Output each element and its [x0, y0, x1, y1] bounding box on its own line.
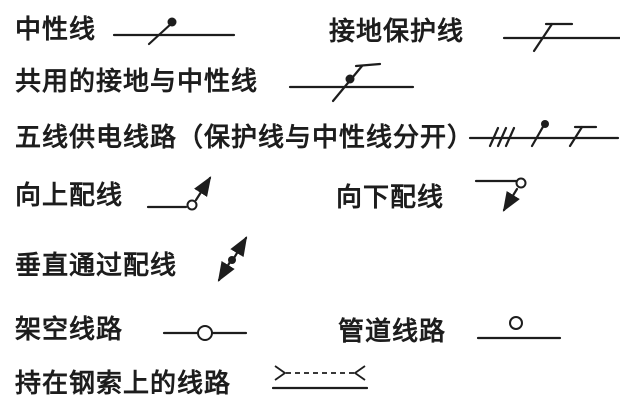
label-wiring-through-vertically: 垂直通过配线 — [15, 250, 178, 280]
conduit-line-symbol — [476, 316, 562, 340]
label-protective-earth-line: 接地保护线 — [329, 16, 465, 46]
wiring-upward-symbol — [146, 176, 212, 211]
combined-earth-neutral-line-symbol — [288, 62, 415, 103]
label-line-on-steel-cable: 持在钢索上的线路 — [15, 368, 232, 398]
label-conduit-line: 管道线路 — [338, 316, 447, 346]
label-combined-earth-neutral-line: 共用的接地与中性线 — [15, 66, 259, 96]
wiring-through-vertically-symbol — [217, 236, 248, 282]
label-five-wire-supply-line: 五线供电线路（保护线与中性线分开） — [15, 122, 475, 152]
label-overhead-line: 架空线路 — [15, 314, 124, 344]
wiring-downward-symbol — [474, 177, 527, 212]
overhead-line-symbol — [162, 325, 248, 341]
neutral-line-symbol — [112, 17, 236, 46]
label-neutral-line: 中性线 — [15, 14, 97, 44]
five-wire-supply-line-symbol — [468, 120, 620, 148]
line-on-steel-cable-symbol — [272, 365, 368, 390]
label-wiring-upward: 向上配线 — [15, 180, 124, 210]
label-wiring-downward: 向下配线 — [336, 182, 445, 212]
protective-earth-line-symbol — [502, 22, 620, 53]
